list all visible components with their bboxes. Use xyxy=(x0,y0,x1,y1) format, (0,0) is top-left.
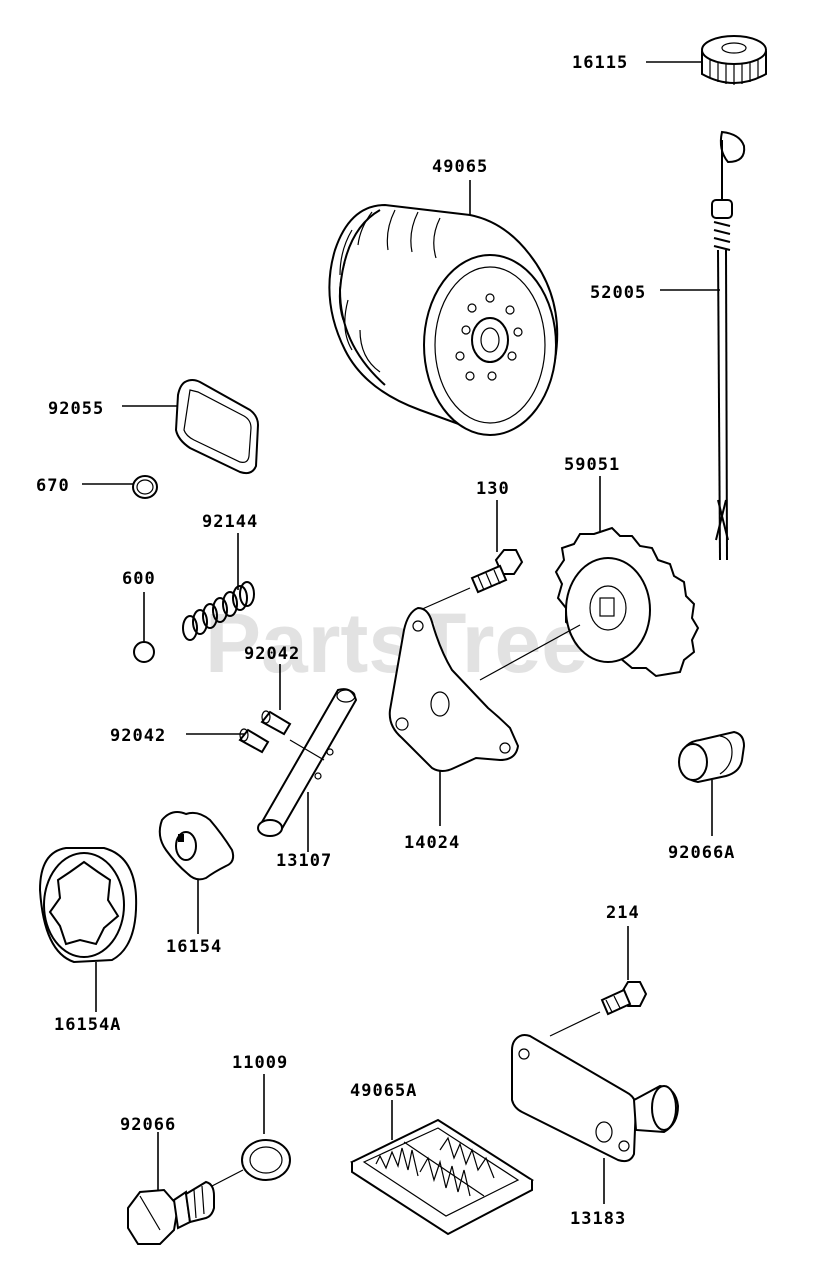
part-92144-spring[interactable] xyxy=(182,533,255,641)
part-92055-gasket[interactable] xyxy=(122,379,260,475)
part-13183-plate-pipe[interactable] xyxy=(511,1034,680,1204)
label-16154: 16154 xyxy=(166,937,222,957)
label-92042-lower: 92042 xyxy=(110,726,166,746)
label-130: 130 xyxy=(476,479,510,499)
part-14024-cover-plate[interactable] xyxy=(388,606,520,826)
label-59051: 59051 xyxy=(564,455,620,475)
part-59051-gear[interactable] xyxy=(479,476,700,681)
label-11009: 11009 xyxy=(232,1053,288,1073)
part-92042-pin-upper[interactable] xyxy=(260,664,292,736)
label-670: 670 xyxy=(36,476,70,496)
label-52005: 52005 xyxy=(590,283,646,303)
part-49065-oil-filter[interactable] xyxy=(328,180,559,436)
label-49065A: 49065A xyxy=(350,1081,417,1101)
label-92144: 92144 xyxy=(202,512,258,532)
part-92042-pin-lower[interactable] xyxy=(186,728,270,754)
part-130-bolt[interactable] xyxy=(419,500,524,611)
label-16115: 16115 xyxy=(572,53,628,73)
part-13107-shaft[interactable] xyxy=(257,688,358,852)
label-92042-upper: 92042 xyxy=(244,644,300,664)
part-52005-dipstick[interactable] xyxy=(660,130,746,561)
part-16154-inner-rotor[interactable] xyxy=(158,811,235,934)
part-16154A-outer-rotor[interactable] xyxy=(38,847,138,1012)
label-92066A: 92066A xyxy=(668,843,735,863)
part-670-o-ring[interactable] xyxy=(82,475,158,499)
label-14024: 14024 xyxy=(404,833,460,853)
part-92066A-plug[interactable] xyxy=(678,730,746,836)
part-92066-drain-bolt[interactable] xyxy=(127,1132,215,1245)
label-13183: 13183 xyxy=(570,1209,626,1229)
label-600: 600 xyxy=(122,569,156,589)
part-49065A-strainer[interactable] xyxy=(349,1100,534,1236)
label-16154A: 16154A xyxy=(54,1015,121,1035)
label-13107: 13107 xyxy=(276,851,332,871)
part-214-screw[interactable] xyxy=(549,926,648,1037)
label-92055: 92055 xyxy=(48,399,104,419)
label-214: 214 xyxy=(606,903,640,923)
part-600-ball[interactable] xyxy=(133,592,155,663)
part-16115-oil-cap[interactable] xyxy=(646,35,767,85)
part-11009-washer[interactable] xyxy=(211,1074,291,1187)
label-49065: 49065 xyxy=(432,157,488,177)
label-92066: 92066 xyxy=(120,1115,176,1135)
